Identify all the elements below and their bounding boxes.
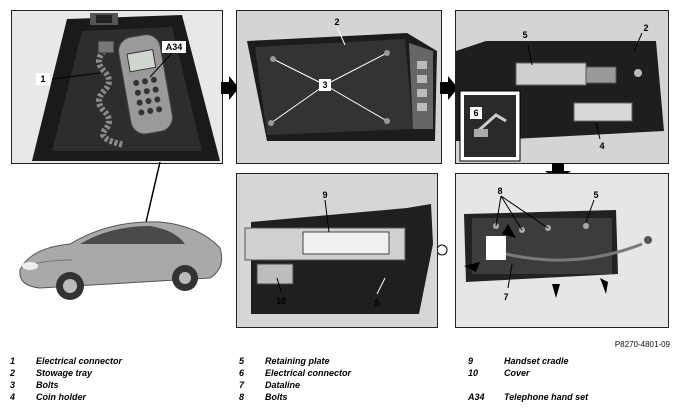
step-arrow-2 <box>440 76 458 100</box>
figure-code: P8270-4801-09 <box>614 340 670 349</box>
legend-text: Electrical connector <box>265 368 352 378</box>
callout-2: 2 <box>334 17 339 27</box>
panel-cradle-underside: 8 5 7 <box>455 173 669 328</box>
legend-num: 8 <box>239 392 245 402</box>
cradle-underside-illustration: 8 5 7 <box>456 174 668 327</box>
bolts <box>268 50 390 126</box>
callout-2-tray: 2 <box>643 23 648 33</box>
callout-8: 8 <box>497 186 502 196</box>
bolt-leaders <box>270 52 388 124</box>
legend-num: 1 <box>10 356 16 366</box>
panel-handset-cradle: 9 10 5 <box>236 173 438 328</box>
legend-text: Handset cradle <box>504 356 569 366</box>
legend-text: Electrical connector <box>36 356 123 366</box>
legend-num: 7 <box>239 380 245 390</box>
legend-text: Telephone hand set <box>504 392 589 402</box>
legend-num: 3 <box>10 380 16 390</box>
callout-5-plate: 5 <box>593 190 598 200</box>
stowage-tray-illustration: 2 3 <box>237 11 441 163</box>
callout-7: 7 <box>503 292 508 302</box>
legend-text: Retaining plate <box>265 356 330 366</box>
step-arrow-1 <box>221 76 239 100</box>
callout-1: 1 <box>40 74 45 84</box>
legend-num: 9 <box>468 356 474 366</box>
bolt-8-leaders <box>495 195 549 231</box>
legend-text: Coin holder <box>36 392 86 402</box>
legend-text: Bolts <box>36 380 59 390</box>
panel-retaining-plate: 5 2 6 4 <box>455 10 669 164</box>
step-arrow-3 <box>545 163 571 181</box>
legend-num: A34 <box>468 392 485 402</box>
callout-4: 4 <box>599 141 604 151</box>
callout-6: 6 <box>473 108 478 118</box>
legend-num: 2 <box>10 368 16 378</box>
handset-cradle-illustration: 9 10 5 <box>237 174 437 327</box>
legend-text: Stowage tray <box>36 368 93 378</box>
handset-console-illustration: 1 A34 <box>12 11 222 163</box>
callout-3: 3 <box>322 80 327 90</box>
panel-stowage-tray: 2 3 <box>236 10 442 164</box>
callout-a34: A34 <box>166 42 183 52</box>
callout-5-top: 5 <box>522 30 527 40</box>
callout-5-cradle: 5 <box>374 298 379 308</box>
callout-10: 10 <box>276 296 286 306</box>
legend-num: 6 <box>239 368 245 378</box>
legend-text: Dataline <box>265 380 301 390</box>
removal-arrows <box>464 224 608 298</box>
legend-text: Cover <box>504 368 530 378</box>
callout-9: 9 <box>322 190 327 200</box>
legend-num: 10 <box>468 368 479 378</box>
car-illustration <box>19 161 223 300</box>
legend-num: 5 <box>239 356 245 366</box>
legend-text: Bolts <box>265 392 288 402</box>
panel-handset-in-console: 1 A34 <box>11 10 223 164</box>
retaining-plate-illustration: 5 2 6 4 <box>456 11 668 163</box>
legend-num: 4 <box>10 392 16 402</box>
